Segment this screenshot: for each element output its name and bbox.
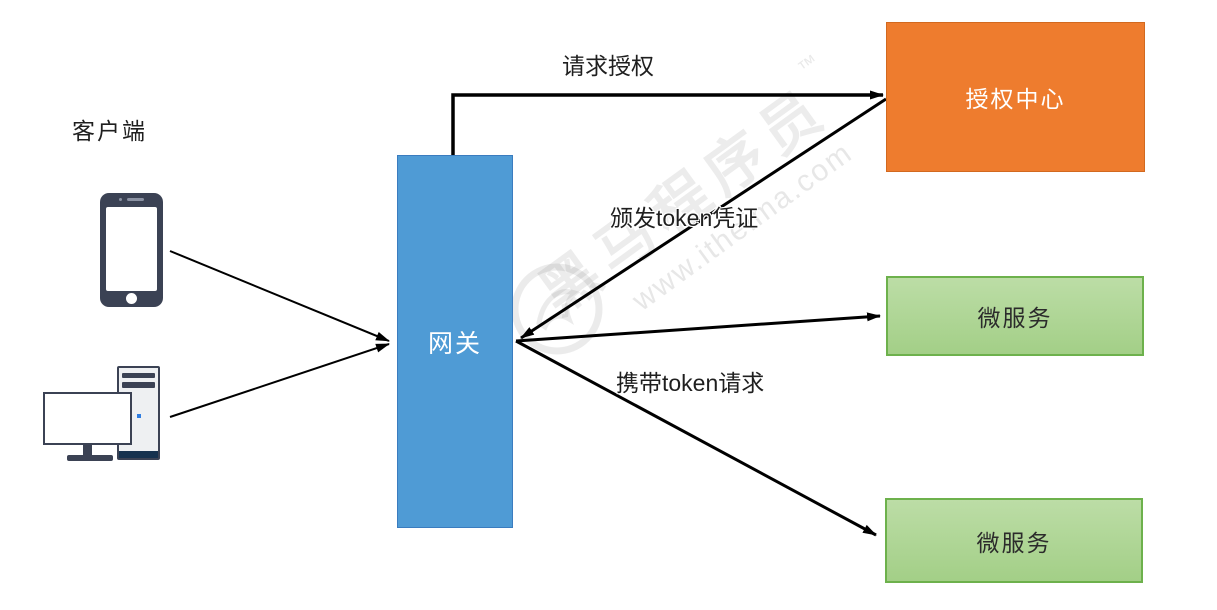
auth-center-label: 授权中心	[965, 86, 1066, 112]
monitor-stand-neck	[83, 445, 92, 455]
desktop-computer-icon	[43, 364, 163, 466]
client-label: 客户端	[72, 118, 147, 144]
microservice-bottom-label: 微服务	[976, 529, 1052, 556]
edge-label-issue-token: 颁发token凭证	[610, 205, 759, 231]
arrow-gateway-to-microservice-bottom	[515, 339, 877, 537]
microservice-top-box: 微服务	[886, 276, 1144, 356]
microservice-bottom-box: 微服务	[885, 498, 1143, 583]
phone-speaker	[127, 198, 144, 201]
smartphone-icon	[100, 193, 163, 307]
microservice-top-label: 微服务	[977, 305, 1053, 331]
edge-label-carry-token: 携带token请求	[616, 370, 765, 396]
phone-home-button	[126, 293, 137, 304]
computer-monitor	[43, 392, 132, 445]
auth-center-box: 授权中心	[886, 22, 1145, 172]
tower-base	[119, 451, 158, 458]
arrow-auth-to-gateway	[520, 97, 887, 340]
tower-drive-bay	[122, 373, 155, 378]
arrow-gateway-to-auth	[451, 90, 884, 155]
arrow-computer-to-gateway	[169, 343, 390, 418]
phone-screen	[106, 207, 157, 291]
gateway-box: 网关	[397, 155, 513, 528]
edge-label-request-auth: 请求授权	[562, 53, 654, 79]
arrow-phone-to-gateway	[169, 250, 390, 342]
gateway-label: 网关	[427, 329, 482, 358]
tower-drive-bay	[122, 382, 155, 388]
tower-power-light	[137, 414, 141, 418]
phone-camera-dot	[119, 198, 122, 201]
arrow-gateway-to-microservice-top	[515, 312, 881, 343]
monitor-stand-base	[67, 455, 113, 461]
